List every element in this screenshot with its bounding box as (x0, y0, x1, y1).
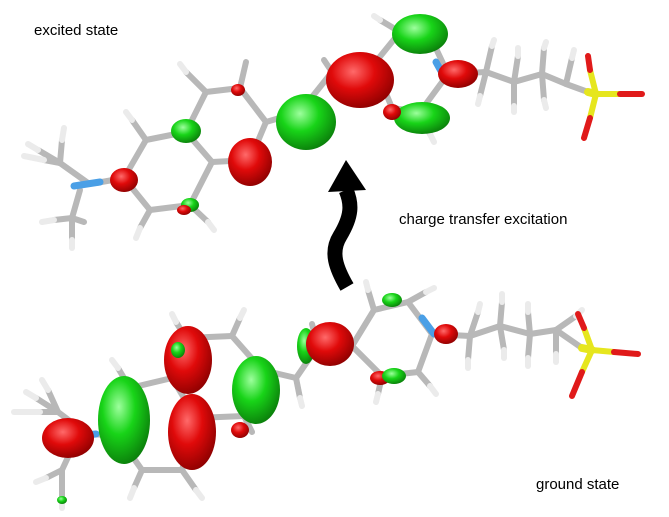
charge-transfer-label: charge transfer excitation (399, 211, 568, 228)
excited-lobe (438, 60, 478, 88)
ground-lobe (382, 368, 406, 384)
ground-nitrogen-pyridinium (418, 314, 438, 338)
ground-bonds (33, 287, 585, 503)
ground-lobe (382, 293, 402, 307)
ground-lobe (42, 418, 94, 458)
ground-lobe (57, 496, 67, 504)
ground-state-molecule (11, 279, 641, 511)
ground-state-label: ground state (536, 476, 620, 493)
excited-lobe (326, 52, 394, 108)
excited-hydrogen-tips (21, 13, 577, 251)
excited-lobe (383, 104, 401, 120)
excited-lobe (171, 119, 201, 143)
excited-state-molecule (21, 13, 645, 251)
excited-nitrogen-amine (70, 178, 104, 190)
excited-lobe (177, 205, 191, 215)
excited-lobe (231, 84, 245, 96)
excited-state-label: excited state (34, 22, 119, 39)
ground-lobe (232, 356, 280, 424)
ground-lobe (306, 322, 354, 366)
excited-sulfonate (581, 53, 645, 141)
ground-lobe (231, 422, 249, 438)
excited-lobe (110, 168, 138, 192)
ground-lobe (168, 394, 216, 470)
ground-sulfonate (569, 311, 641, 399)
ground-lobe (164, 326, 212, 394)
ground-lobe (98, 376, 150, 464)
excited-orbital-lobes (110, 14, 478, 215)
ground-orbital-lobes (42, 293, 458, 504)
excited-lobe (276, 94, 336, 150)
ground-lobe (434, 324, 458, 344)
excited-lobe (394, 102, 450, 134)
excited-lobe (392, 14, 448, 54)
charge-transfer-arrow (327, 160, 366, 291)
ground-lobe (171, 342, 185, 358)
excited-lobe (228, 138, 272, 186)
